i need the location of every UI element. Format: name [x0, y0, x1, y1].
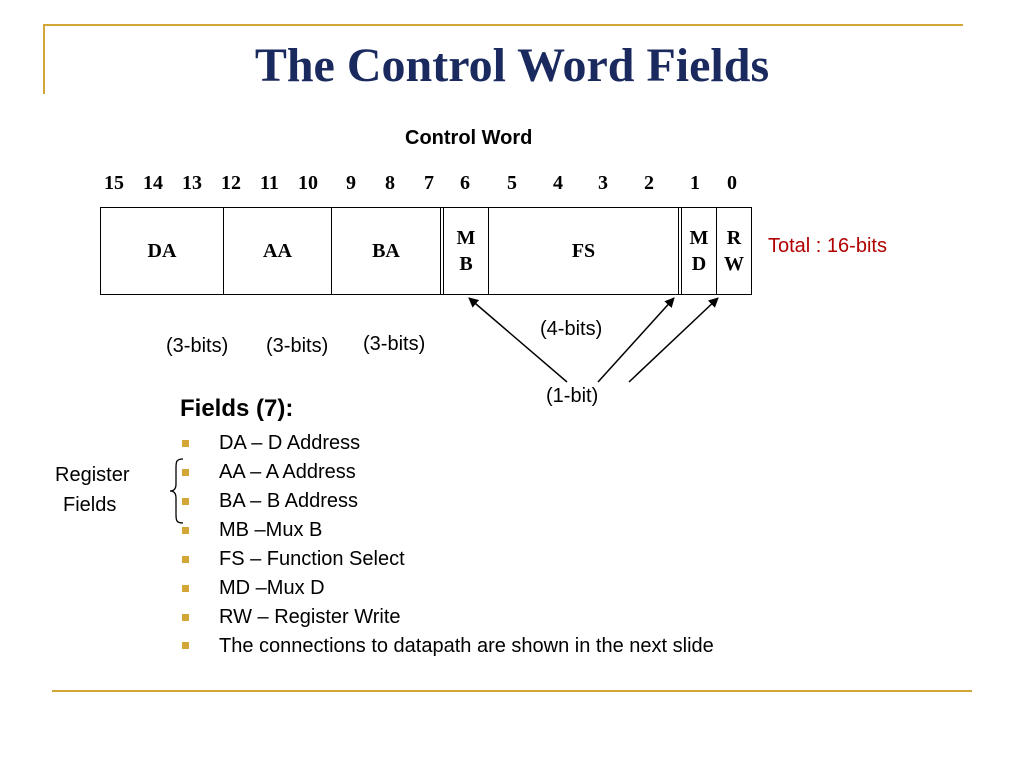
list-item: DA – D Address	[182, 429, 782, 458]
bit-number: 1	[690, 172, 700, 194]
frame-left-rule	[43, 24, 45, 94]
bullet-square-icon	[182, 469, 189, 476]
control-word-box: DA AA BA M B FS M D R W	[100, 207, 752, 295]
list-item-text: FS – Function Select	[219, 548, 405, 570]
bit-number: 12	[221, 172, 241, 194]
fields-list: DA – D Address AA – A Address BA – B Add…	[182, 429, 782, 657]
bullet-square-icon	[182, 585, 189, 592]
list-item-text: MD –Mux D	[219, 577, 325, 599]
bullet-square-icon	[182, 614, 189, 621]
field-mb: M B	[444, 208, 489, 294]
arrow-to-rw	[628, 297, 719, 383]
bullet-square-icon	[182, 556, 189, 563]
register-fields-brace	[169, 458, 184, 524]
bit-number: 2	[644, 172, 654, 194]
slide-title: The Control Word Fields	[254, 39, 770, 92]
register-fields-line1: Register	[55, 464, 130, 486]
field-label: DA	[147, 240, 177, 262]
total-bits-label: Total : 16-bits	[768, 235, 887, 257]
list-item-text: The connections to datapath are shown in…	[219, 635, 714, 657]
field-rw: R W	[717, 208, 751, 294]
list-item-text: AA – A Address	[219, 461, 356, 483]
bit-number: 13	[182, 172, 202, 194]
field-label: FS	[571, 240, 596, 262]
aa-bits-label: (3-bits)	[266, 335, 329, 357]
da-bits-label: (3-bits)	[166, 335, 229, 357]
bit-number: 3	[598, 172, 608, 194]
arrow-to-mb	[468, 297, 568, 383]
frame-bottom-rule	[52, 690, 972, 692]
bit-number: 5	[507, 172, 517, 194]
field-da: DA	[101, 208, 224, 294]
list-item: The connections to datapath are shown in…	[182, 632, 782, 657]
list-item: FS – Function Select	[182, 545, 782, 574]
field-fs: FS	[489, 208, 682, 294]
list-item: AA – A Address	[182, 458, 782, 487]
list-item: MB –Mux B	[182, 516, 782, 545]
diagram-caption: Control Word	[405, 127, 533, 149]
bit-number: 0	[727, 172, 737, 194]
field-aa: AA	[224, 208, 332, 294]
bit-number: 4	[553, 172, 563, 194]
bit-number: 9	[346, 172, 356, 194]
bullet-square-icon	[182, 527, 189, 534]
field-label: M	[689, 227, 709, 249]
fields-heading: Fields (7):	[180, 395, 294, 422]
register-fields-line2: Fields	[63, 494, 117, 516]
field-label: BA	[372, 240, 400, 262]
bit-number: 10	[298, 172, 318, 194]
bit-number: 8	[385, 172, 395, 194]
field-label: B	[459, 253, 473, 275]
field-label: AA	[263, 240, 292, 262]
ba-bits-label: (3-bits)	[363, 333, 426, 355]
arrow-to-md	[597, 297, 675, 383]
field-label: W	[724, 253, 744, 275]
field-ba: BA	[332, 208, 444, 294]
field-label: M	[456, 227, 476, 249]
fs-bits-label: (4-bits)	[540, 318, 603, 340]
bit-number: 14	[143, 172, 163, 194]
bit-number: 7	[424, 172, 434, 194]
bullet-square-icon	[182, 498, 189, 505]
bit-number: 6	[460, 172, 470, 194]
bit-number: 11	[260, 172, 279, 194]
field-md: M D	[682, 208, 717, 294]
bit-number: 15	[104, 172, 124, 194]
list-item: RW – Register Write	[182, 603, 782, 632]
one-bit-label: (1-bit)	[546, 385, 599, 407]
list-item-text: BA – B Address	[219, 490, 358, 512]
register-fields-label: Register Fields	[55, 460, 129, 520]
list-item-text: DA – D Address	[219, 432, 361, 454]
bullet-square-icon	[182, 440, 189, 447]
list-item-text: MB –Mux B	[219, 519, 323, 541]
list-item: MD –Mux D	[182, 574, 782, 603]
bullet-square-icon	[182, 642, 189, 649]
list-item-text: RW – Register Write	[219, 606, 401, 628]
list-item: BA – B Address	[182, 487, 782, 516]
field-label: R	[726, 227, 742, 249]
field-label: D	[691, 253, 707, 275]
frame-top-rule	[43, 24, 963, 26]
